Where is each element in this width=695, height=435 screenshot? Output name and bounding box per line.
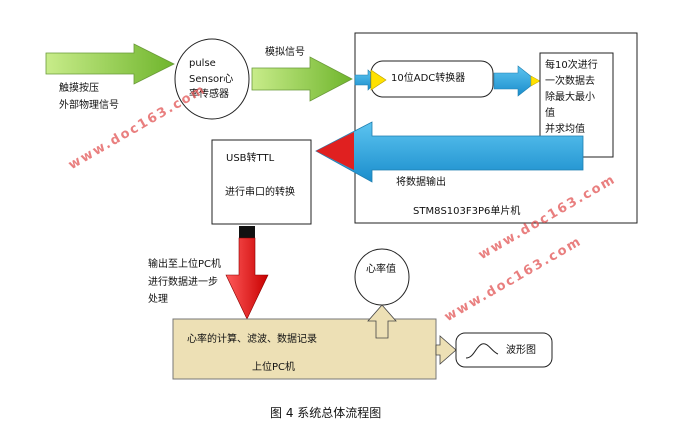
adc-output-arrow [493,65,538,97]
waveform-curve-icon [465,343,499,359]
process-label: 每10次进行 一次数据去 除最大最小 值 并求均值 [545,58,598,138]
adc-label: 10位ADC转换器 [391,73,466,84]
heart-rate-arrow [367,304,397,339]
usb-ttl-box [211,139,312,225]
process-line4: 值 [545,108,555,119]
usb-ttl-desc: 进行串口的转换 [225,187,295,198]
waveform-arrow [435,335,457,365]
upload-line3: 处理 [148,294,168,305]
sensor-label: pulse Sensor心 率传感器 [189,56,233,103]
process-line3: 除最大最小 [545,92,595,103]
mcu-label: STM8S103F3P6单片机 [413,206,521,217]
usb-ttl-title: USB转TTL [226,153,275,164]
analog-signal-arrow [251,56,353,102]
process-line2: 一次数据去 [545,76,595,87]
sensor-label-line2: Sensor心 [189,73,234,85]
upload-line1: 输出至上位PC机 [148,259,222,270]
down-arrow [225,237,269,320]
data-output-label: 将数据输出 [396,177,446,188]
input-label-line1: 触摸按压 [59,83,99,94]
heart-rate-circle [354,248,410,306]
upload-label: 输出至上位PC机 进行数据进一步 处理 [148,256,221,309]
figure-caption: 图 4 系统总体流程图 [270,406,382,420]
waveform-label: 波形图 [506,345,536,356]
input-label-line2: 外部物理信号 [59,99,119,111]
sensor-label-line1: pulse [189,58,216,69]
analog-signal-label: 模拟信号 [265,47,305,58]
pc-box [172,318,437,380]
data-output-arrow-tip [316,132,354,170]
process-line1: 每10次进行 [545,60,598,71]
waveform-box [455,332,553,368]
down-arrow-cap [239,226,255,238]
input-label: 触摸按压 外部物理信号 [59,83,119,112]
pc-functions-label: 心率的计算、滤波、数据记录 [187,334,317,345]
pc-host-label: 上位PC机 [252,362,296,373]
adc-marker-triangle [370,69,387,91]
heart-rate-label: 心率值 [366,264,396,275]
data-output-arrow [315,121,584,183]
upload-line2: 进行数据进一步 [148,276,218,288]
input-arrow [45,43,175,85]
sensor-label-line3: 率传感器 [189,89,229,100]
process-line5: 并求均值 [545,124,585,135]
process-marker-triangle [530,75,541,87]
sensor-circle [174,38,250,120]
